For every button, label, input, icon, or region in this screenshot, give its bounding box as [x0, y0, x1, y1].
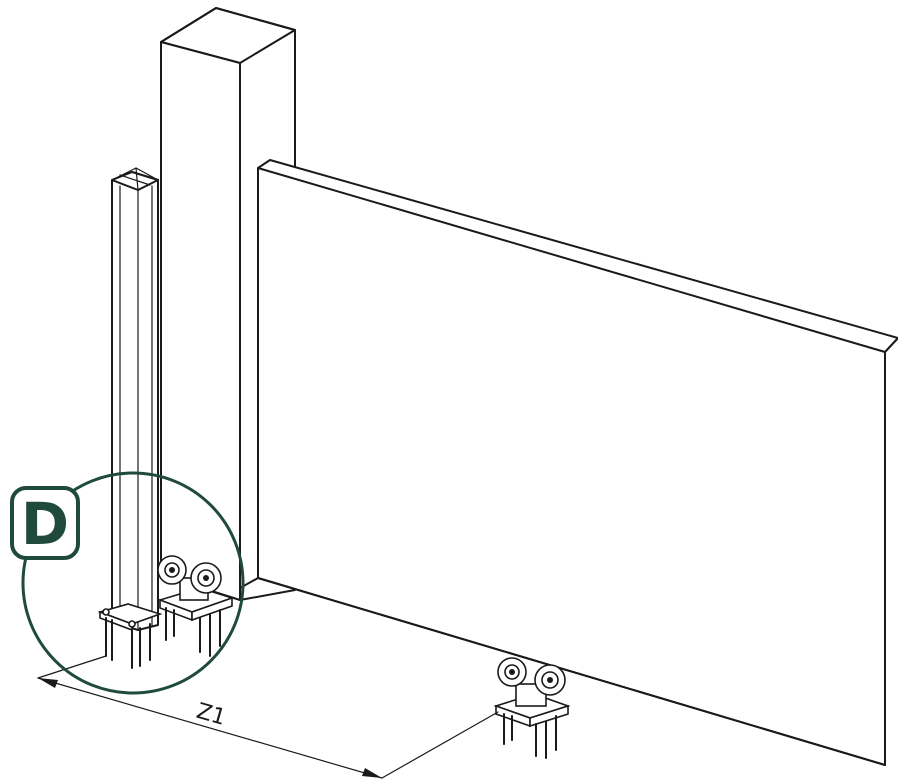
detail-label: D [21, 490, 69, 558]
gate-panel [257, 159, 898, 766]
roller-carriage-right [493, 657, 571, 759]
dimension-z1: Z1 [37, 655, 499, 779]
detail-marker: D [10, 471, 245, 695]
post-base-plate [97, 603, 163, 669]
guide-post [111, 167, 159, 631]
dimension-label: Z1 [194, 699, 229, 731]
roller-carriage-left [157, 555, 235, 657]
